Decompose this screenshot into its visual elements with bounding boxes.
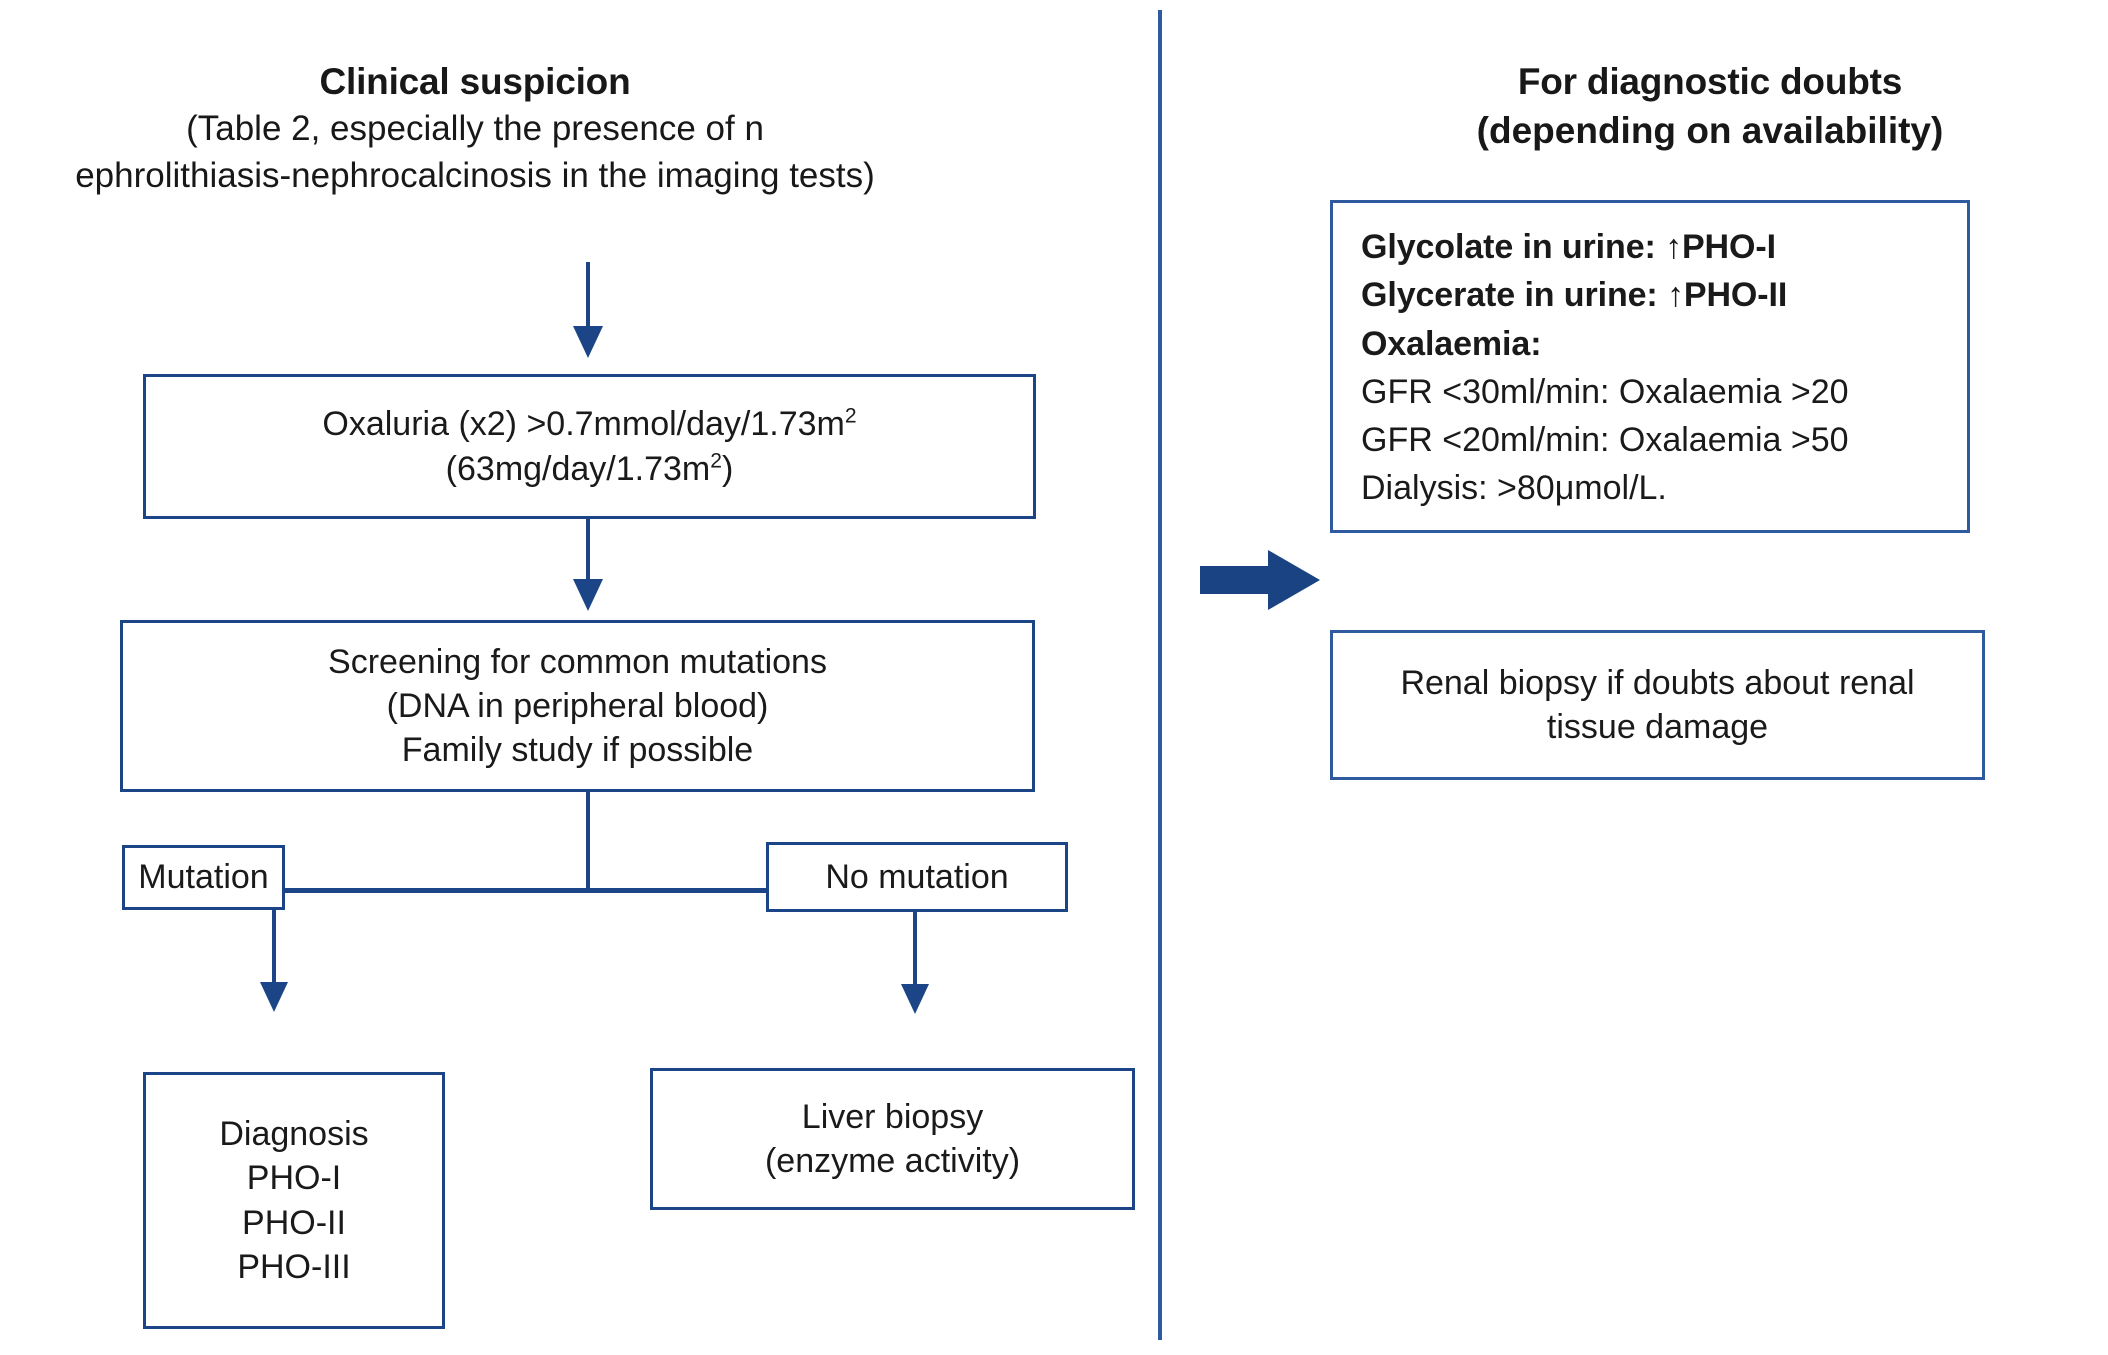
- oxaluria-line-2: (63mg/day/1.73m2): [445, 449, 734, 488]
- arrowhead-oxaluria-to-screening: [573, 579, 603, 611]
- lab-values-line-5: GFR <20ml/min: Oxalaemia >50: [1361, 421, 1849, 460]
- clinical-suspicion-subline-2: ephrolithiasis-nephrocalcinosis in the i…: [75, 155, 875, 195]
- arrowhead-nomutation-to-liver-biopsy: [901, 984, 929, 1014]
- connector-suspicion-to-oxaluria: [586, 262, 590, 330]
- screening-line-1: Screening for common mutations: [328, 642, 827, 681]
- lab-values-line-1: Glycolate in urine: ↑PHO-I: [1361, 228, 1776, 266]
- lab-values-line-3: Oxalaemia:: [1361, 324, 1542, 363]
- liver-biopsy-line-1: Liver biopsy: [801, 1097, 984, 1136]
- connector-screening-crossbar-right: [586, 888, 769, 893]
- connector-nomutation-to-liver-biopsy: [913, 912, 917, 987]
- diagnostic-doubts-line-2: (depending on availability): [1476, 110, 1944, 152]
- mutation-label: Mutation: [138, 858, 269, 897]
- clinical-suspicion-title: Clinical suspicion: [319, 61, 631, 102]
- renal-biopsy-box: Renal biopsy if doubts about renal tissu…: [1330, 630, 1985, 780]
- panel-divider: [1158, 10, 1162, 1340]
- clinical-suspicion-subline-1: (Table 2, especially the presence of n: [186, 109, 764, 149]
- lab-values-line-6: Dialysis: >80μmol/L.: [1361, 469, 1667, 508]
- lab-values-line-4: GFR <30ml/min: Oxalaemia >20: [1361, 372, 1849, 411]
- diagnosis-line-2: PHO-I: [246, 1159, 342, 1198]
- connector-oxaluria-to-screening: [586, 519, 590, 583]
- screening-box: Screening for common mutations (DNA in p…: [120, 620, 1035, 792]
- arrowhead-suspicion-to-oxaluria: [573, 326, 603, 358]
- liver-biopsy-box: Liver biopsy (enzyme activity): [650, 1068, 1135, 1210]
- renal-biopsy-line-1: Renal biopsy if doubts about renal: [1400, 663, 1915, 702]
- renal-biopsy-line-2: tissue damage: [1546, 708, 1769, 746]
- diagnosis-line-1: Diagnosis: [219, 1115, 369, 1154]
- diagnosis-line-3: PHO-II: [242, 1203, 346, 1242]
- arrowhead-mutation-to-diagnosis: [260, 982, 288, 1012]
- oxaluria-box: Oxaluria (x2) >0.7mmol/day/1.73m2 (63mg/…: [143, 374, 1036, 519]
- connector-mutation-to-diagnosis: [272, 910, 276, 985]
- lab-values-box: Glycolate in urine: ↑PHO-I Glycerate in …: [1330, 200, 1970, 533]
- diagnostic-doubts-heading: For diagnostic doubts (depending on avai…: [1380, 58, 2040, 155]
- connector-screening-crossbar: [283, 888, 587, 893]
- diagnosis-box: Diagnosis PHO-I PHO-II PHO-III: [143, 1072, 445, 1329]
- diagnosis-line-4: PHO-III: [237, 1247, 351, 1286]
- clinical-suspicion-heading: Clinical suspicion (Table 2, especially …: [60, 58, 890, 199]
- mutation-box: Mutation: [122, 845, 285, 910]
- oxaluria-line-1: Oxaluria (x2) >0.7mmol/day/1.73m2: [322, 404, 857, 444]
- liver-biopsy-line-2: (enzyme activity): [764, 1142, 1021, 1180]
- screening-line-2: (DNA in peripheral blood): [386, 686, 769, 725]
- connector-screening-stem: [586, 792, 590, 892]
- screening-line-3: Family study if possible: [401, 731, 754, 770]
- no-mutation-label: No mutation: [825, 857, 1009, 896]
- lab-values-line-2: Glycerate in urine: ↑PHO-II: [1361, 276, 1788, 315]
- no-mutation-box: No mutation: [766, 842, 1068, 912]
- block-arrow-right-icon: [1200, 548, 1320, 612]
- diagnostic-doubts-line-1: For diagnostic doubts: [1517, 61, 1903, 102]
